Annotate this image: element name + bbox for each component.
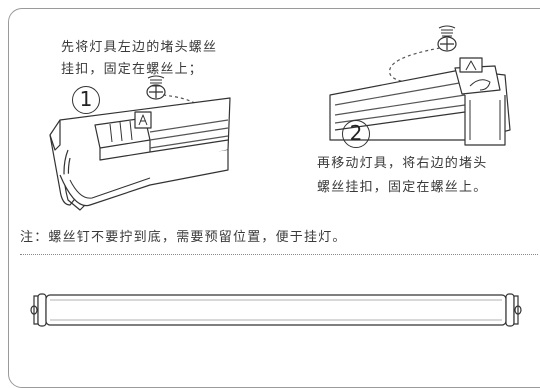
step1-number-badge: 1 [72, 86, 100, 114]
step2-number-badge: 2 [342, 120, 370, 148]
step1-illustration [49, 75, 231, 211]
screw-icon [437, 25, 457, 52]
step1-text-line1: 先将灯具左边的堵头螺丝 [61, 40, 218, 55]
step2-text-line2: 螺丝挂扣，固定在螺丝上。 [317, 180, 488, 195]
lamp-tube [30, 293, 522, 327]
step1-text-line2: 挂扣，固定在螺丝上； [61, 62, 204, 77]
dotted-divider [20, 254, 538, 255]
step2-illustration [329, 25, 511, 146]
note-text: 注：螺丝钉不要拧到底，需要预留位置，便于挂灯。 [20, 230, 347, 245]
step2-text-line1: 再移动灯具，将右边的堵头 [317, 156, 488, 171]
screw-icon [146, 75, 166, 100]
